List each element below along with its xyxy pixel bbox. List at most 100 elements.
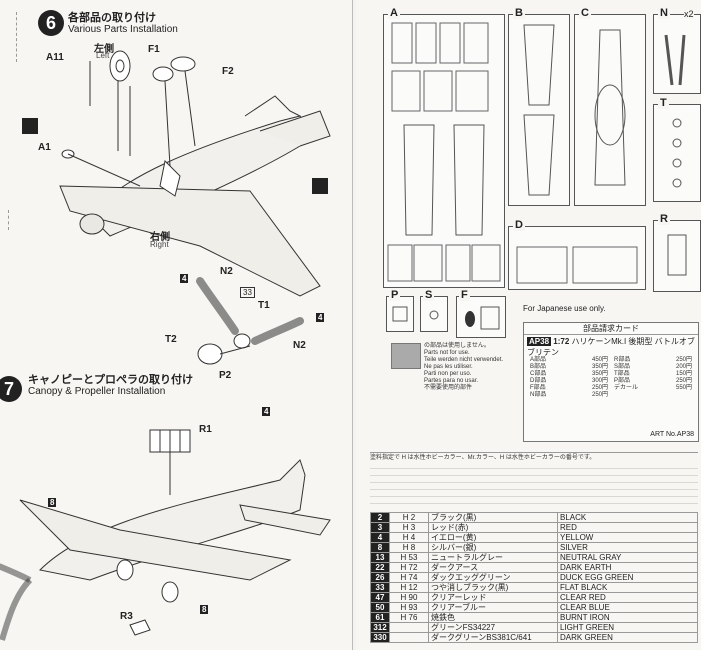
runner-d-parts xyxy=(516,246,638,284)
runner-r-label: R xyxy=(658,213,670,225)
price-row: R部品 250円 xyxy=(614,357,692,363)
not-for-use-en: Parts not for use. xyxy=(424,350,470,356)
not-for-use-text: の部品は使用しません。 Parts not for use. Teile wer… xyxy=(424,343,519,392)
label-t2: T2 xyxy=(165,334,177,345)
not-for-use-it: Parti non per uso. xyxy=(424,371,472,377)
not-for-use-swatch xyxy=(391,343,421,369)
step-6-title: 各部品の取り付け Various Parts Installation xyxy=(68,12,178,36)
runner-c-label: C xyxy=(579,7,591,19)
price-list-2: R部品 250円 S部品 200円 T部品 150円 P部品 250円 デカール… xyxy=(614,357,692,392)
runner-a-label: A xyxy=(388,7,400,19)
runner-n-quantity: x2 xyxy=(684,9,694,19)
runner-t: T xyxy=(653,97,701,202)
color-callout-4-bottom: 4 xyxy=(262,407,271,416)
runner-f: F xyxy=(456,289,506,338)
step-6-title-jp: 各部品の取り付け xyxy=(68,12,156,24)
color-callout-8-left: 8 xyxy=(48,498,57,507)
card-title: 部品請求カード xyxy=(524,323,698,335)
product-code: AP38 xyxy=(527,337,552,346)
runner-s-parts xyxy=(429,310,439,320)
runner-b-parts xyxy=(523,24,555,196)
runner-d-label: D xyxy=(513,219,525,231)
label-right-jp: 右側 xyxy=(150,232,170,243)
runner-b: B xyxy=(508,7,570,206)
step-7-number: 7 xyxy=(0,376,22,402)
binding-edge xyxy=(8,12,17,62)
runner-n-label: N xyxy=(658,7,670,19)
runner-r-parts xyxy=(667,234,687,276)
runner-d: D xyxy=(508,219,646,290)
price-row: T部品 150円 xyxy=(614,371,692,377)
price-row: B部品 350円 xyxy=(530,364,608,370)
not-for-use-de: Teile werden nicht verwendet. xyxy=(424,357,504,363)
runner-c-parts xyxy=(594,29,626,186)
price-row: N部品 250円 xyxy=(530,392,608,398)
runner-b-label: B xyxy=(513,7,525,19)
step-7-title-jp: キャノピーとプロペラの取り付け xyxy=(28,374,193,386)
label-f2: F2 xyxy=(222,66,234,77)
step-6-diagram xyxy=(22,50,331,365)
color-callout-4-right: 4 xyxy=(316,313,325,322)
runner-s: S xyxy=(420,289,448,332)
label-n2-top: N2 xyxy=(220,266,233,277)
step-7-title-en: Canopy & Propeller Installation xyxy=(28,386,166,397)
label-f1: F1 xyxy=(148,44,160,55)
color-callout-33: 33 xyxy=(240,287,255,298)
color-callout-4: 4 xyxy=(180,274,189,283)
label-a11: A11 xyxy=(46,52,64,63)
price-list-1: A部品 450円 B部品 350円 C部品 350円 D部品 300円 F部品 … xyxy=(530,357,608,399)
price-row: D部品 300円 xyxy=(530,378,608,384)
runner-t-parts xyxy=(672,118,682,188)
runner-r: R xyxy=(653,213,701,292)
price-row: A部品 450円 xyxy=(530,357,608,363)
price-row: F部品 250円 xyxy=(530,385,608,391)
runner-s-label: S xyxy=(423,289,435,301)
label-a1: A1 xyxy=(38,142,51,153)
price-row: S部品 200円 xyxy=(614,364,692,370)
label-left-jp: 左側 xyxy=(94,44,114,55)
price-row: デカール 550円 xyxy=(614,385,692,391)
runner-n-parts xyxy=(664,34,686,86)
step-7-diagram xyxy=(0,429,331,641)
label-left-en: Left xyxy=(96,51,110,60)
price-row: C部品 350円 xyxy=(530,371,608,377)
multilingual-color-notes xyxy=(370,462,698,508)
label-p2: P2 xyxy=(219,370,232,381)
product-name: ハリケーンMk.I 後期型 バトルオブブリテン xyxy=(527,337,695,357)
runner-f-label: F xyxy=(459,289,470,301)
runner-a: A xyxy=(383,7,505,288)
japanese-use-title: For Japanese use only. xyxy=(523,304,606,313)
label-n2-right: N2 xyxy=(293,340,306,351)
color-note: 塗料指定で H は水性ホビーカラー、Mr.カラー、H は水性ホビーカラーの番号で… xyxy=(370,452,698,462)
instruction-page-left: 6 各部品の取り付け Various Parts Installation xyxy=(0,0,353,650)
label-right-en: Right xyxy=(150,240,169,249)
label-t1: T1 xyxy=(258,300,270,311)
binding-edge-2 xyxy=(8,210,15,230)
runner-p: P xyxy=(386,289,414,332)
step-6-title-en: Various Parts Installation xyxy=(68,24,178,35)
product-scale: 1:72 xyxy=(553,337,570,346)
runner-a-parts xyxy=(387,22,501,282)
art-number: ART No.AP38 xyxy=(650,431,694,438)
price-row: P部品 250円 xyxy=(614,378,692,384)
not-for-use-es: Partes para no usar. xyxy=(424,378,479,384)
label-r3: R3 xyxy=(120,611,133,622)
label-r1: R1 xyxy=(199,424,212,435)
step-6-number: 6 xyxy=(38,10,64,36)
runner-n: N x2 xyxy=(653,7,701,94)
step-7-title: キャノピーとプロペラの取り付け Canopy & Propeller Insta… xyxy=(28,374,193,398)
